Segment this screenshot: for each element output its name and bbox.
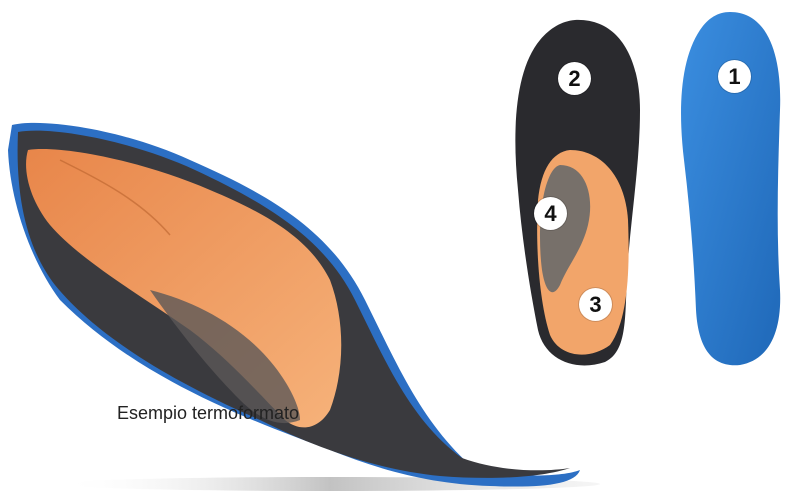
caption-thermoformed-example: Esempio termoformato — [117, 403, 299, 424]
layer-label-3: 3 — [579, 288, 612, 321]
layer-label-2: 2 — [558, 62, 591, 95]
layer-label-4: 4 — [534, 197, 567, 230]
layer-label-1: 1 — [718, 60, 751, 93]
thermoformed-insole-side-view — [8, 123, 580, 487]
